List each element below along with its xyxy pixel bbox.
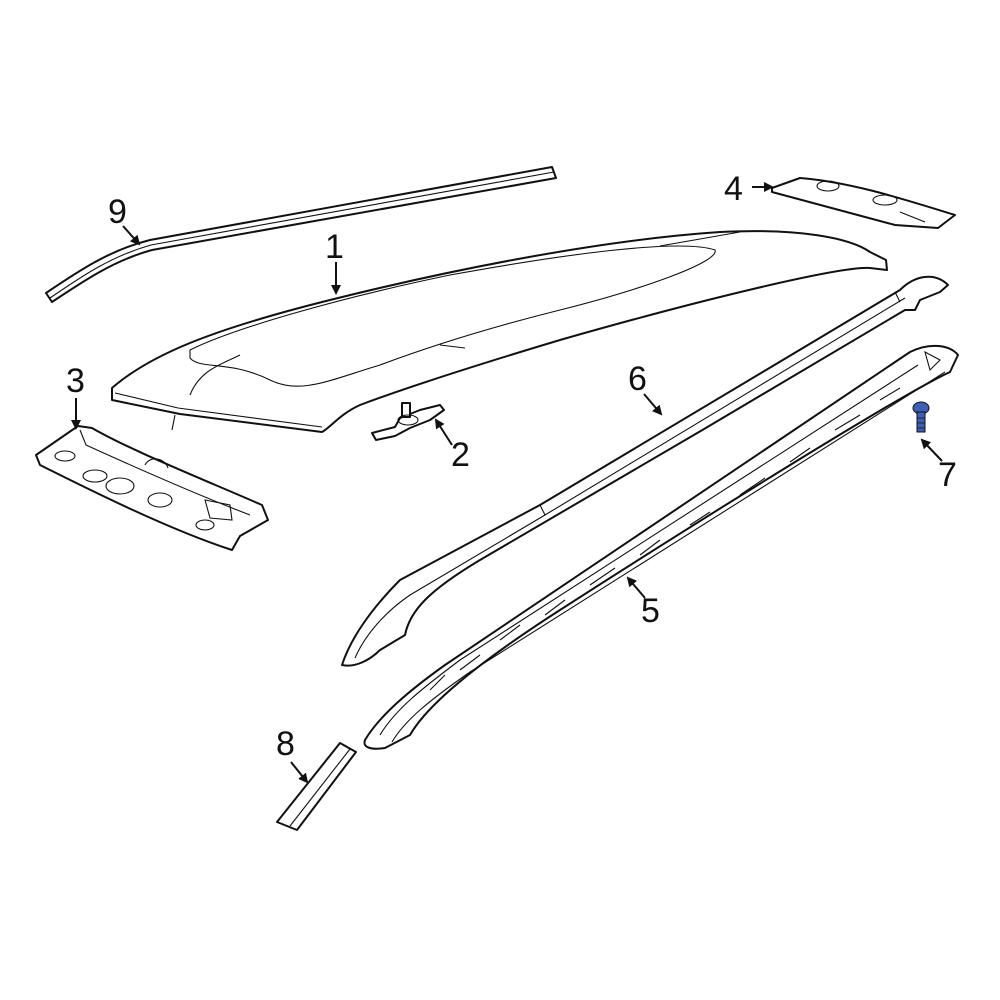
screw-part[interactable]: [912, 401, 930, 433]
roof-panel-part[interactable]: [111, 230, 888, 433]
callout-1[interactable]: 1: [325, 228, 344, 266]
callout-arrows: [71, 182, 943, 784]
arrow-8: [290, 761, 309, 784]
clip-part[interactable]: [371, 402, 445, 441]
callout-2[interactable]: 2: [451, 436, 470, 474]
front-roof-header-bracket-part[interactable]: [35, 425, 269, 551]
callout-3[interactable]: 3: [66, 362, 85, 400]
arrow-5: [626, 576, 646, 599]
callout-8[interactable]: 8: [276, 725, 295, 763]
callout-7[interactable]: 7: [938, 456, 957, 494]
rear-roof-bracket-part[interactable]: [771, 177, 956, 229]
arrow-6: [643, 393, 663, 416]
roof-rack-rail-cover-part[interactable]: [341, 275, 949, 667]
arrow-9: [122, 225, 141, 246]
callout-6[interactable]: 6: [628, 360, 647, 398]
callout-9[interactable]: 9: [108, 193, 127, 231]
end-cap-trim-part[interactable]: [276, 742, 357, 831]
roof-rack-rail-base-part[interactable]: [363, 344, 959, 750]
arrow-7: [920, 438, 943, 462]
callout-4[interactable]: 4: [724, 170, 743, 208]
callout-5[interactable]: 5: [641, 592, 660, 630]
arrow-2: [434, 418, 453, 446]
roof-molding-part[interactable]: [45, 166, 557, 303]
